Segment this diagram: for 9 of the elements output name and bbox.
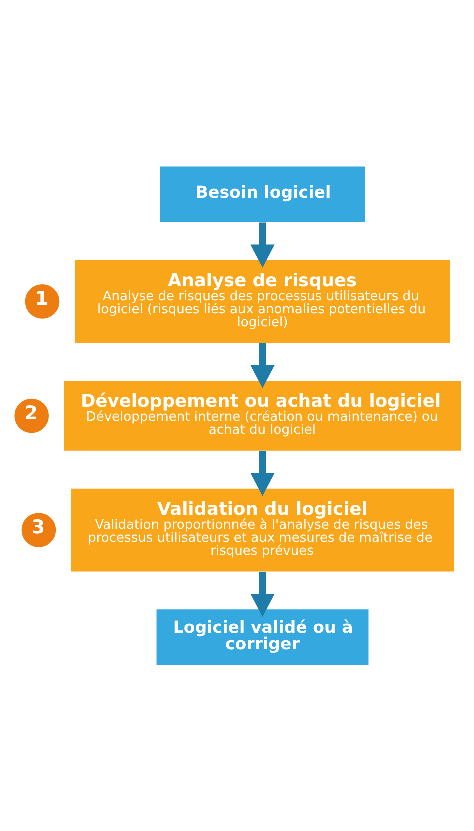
node-box: Logiciel validé ou à corriger	[156, 609, 369, 665]
arrow	[250, 571, 275, 617]
node-box: Besoin logiciel	[160, 166, 366, 222]
node-box: Développement ou achat du logiciel Développement interne (création ou maintenance) ou achat du logiciel	[64, 380, 462, 450]
arrow	[250, 342, 275, 388]
arrow	[250, 222, 275, 268]
arrow	[250, 450, 275, 496]
node-box: Analyse de risques Analyse de risques des processus utilisateurs du logiciel (risques liés aux anomalies potentielles du logiciel)	[75, 260, 450, 343]
node-box: Validation du logiciel Validation proportionnée à l'analyse de risques des processus utilisateurs et aux mesures de maîtrise de risques prévues	[72, 488, 454, 572]
